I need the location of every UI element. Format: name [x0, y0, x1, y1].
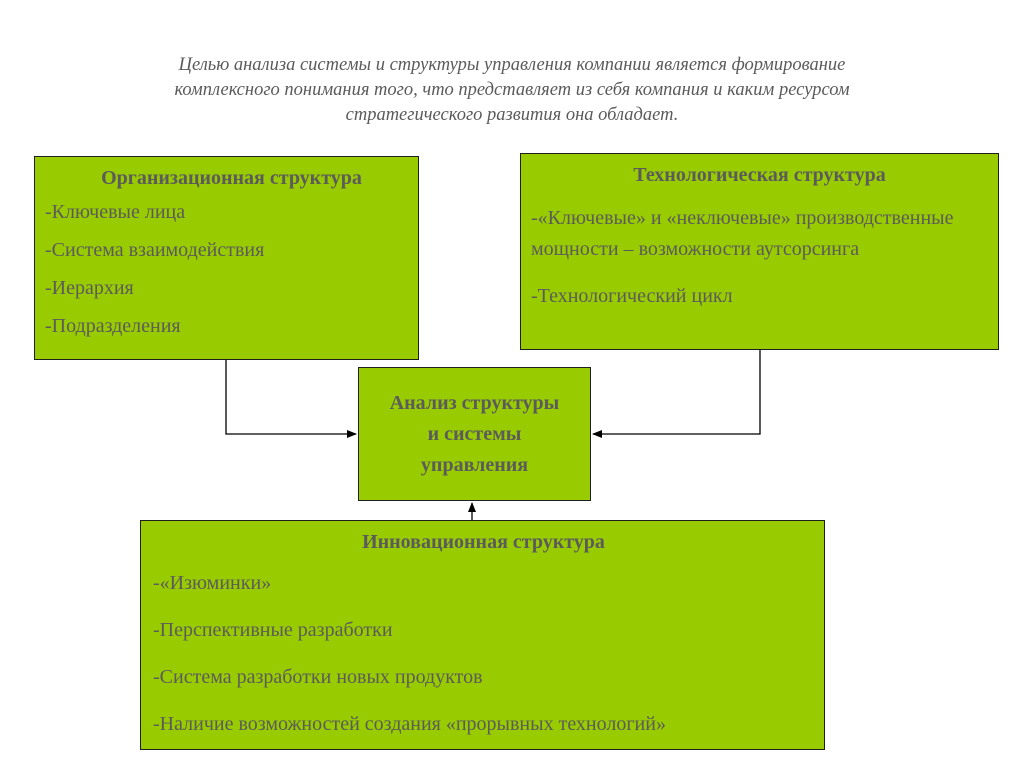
innovation-item: -Система разработки новых продуктов — [153, 666, 483, 688]
innovation-structure-title: Инновационная структура — [362, 531, 605, 553]
org-item: -Иерархия — [45, 277, 134, 299]
intro-text: Целью анализа системы и структуры управл… — [80, 53, 944, 128]
arrow-tech-to-center — [592, 350, 761, 438]
arrow-org-to-center — [225, 360, 357, 438]
org-structure-box: Организационная структура -Ключевые лица… — [34, 156, 419, 360]
intro-line: стратегического развития она обладает. — [345, 105, 679, 125]
intro-line: комплексного понимания того, что предста… — [174, 80, 850, 100]
innovation-structure-box: Инновационная структура -«Изюминки» -Пер… — [140, 520, 825, 750]
innovation-item: -Перспективные разработки — [153, 619, 393, 641]
org-item: -Подразделения — [45, 315, 181, 337]
innovation-item: -«Изюминки» — [153, 572, 272, 594]
org-item: -Ключевые лица — [45, 201, 186, 223]
org-item: -Система взаимодействия — [45, 239, 265, 261]
org-structure-title: Организационная структура — [101, 167, 362, 189]
analysis-title: Анализ структуры и системы управления — [389, 391, 560, 476]
tech-structure-box: Технологическая структура -«Ключевые» и … — [520, 153, 999, 350]
tech-structure-title: Технологическая структура — [633, 164, 886, 186]
innovation-item: -Наличие возможностей создания «прорывны… — [153, 713, 666, 735]
analysis-box: Анализ структуры и системы управления — [358, 367, 591, 501]
tech-item: -Технологический цикл — [531, 285, 733, 307]
tech-item: -«Ключевые» и «неключевые» производствен… — [531, 207, 954, 260]
intro-line: Целью анализа системы и структуры управл… — [178, 55, 846, 75]
